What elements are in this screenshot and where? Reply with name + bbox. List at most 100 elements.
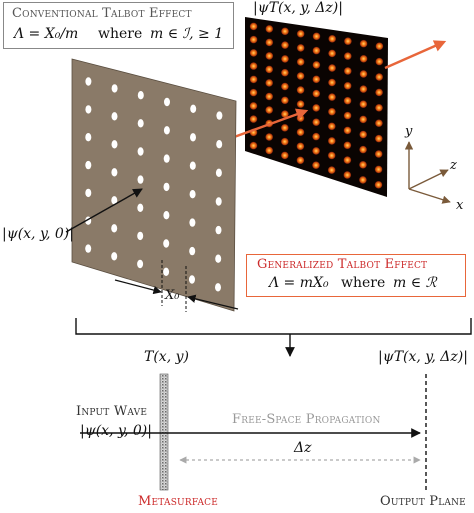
output-spot [296, 156, 305, 165]
output-spot [312, 118, 321, 127]
conventional-formula: Λ = X₀/m [14, 26, 79, 42]
outgoing-beam-arrow [384, 40, 447, 70]
metasurface-hole [215, 254, 222, 263]
metasurface-hole [215, 225, 222, 235]
metasurface-hole [137, 147, 144, 156]
conventional-condition: m ∈ ℐ, ≥ 1 [150, 26, 224, 42]
output-field-label-bottom: |ψT(x, y, Δz)| [378, 349, 468, 365]
output-spot [249, 35, 258, 44]
metasurface-hole [111, 112, 118, 121]
transmission-label: T(x, y) [144, 349, 189, 365]
generalized-formula: Λ = mX₀ [269, 275, 329, 291]
output-spot [343, 141, 352, 150]
output-spot [280, 137, 289, 146]
metasurface-hole [85, 188, 92, 198]
metasurface-hole [163, 211, 170, 220]
metasurface-label: Metasurface [138, 494, 219, 509]
output-spot [265, 105, 274, 115]
axis-z-label: z [450, 158, 457, 173]
metasurface-panel [71, 58, 237, 312]
output-spot [359, 39, 368, 48]
output-spot [249, 101, 258, 111]
output-spot [327, 107, 337, 116]
output-spot [280, 54, 290, 64]
output-spot [265, 24, 274, 34]
output-spot [280, 82, 290, 91]
axis-z-arrow [408, 169, 449, 190]
output-spot [312, 89, 321, 98]
output-spot [280, 123, 289, 132]
output-spot [327, 49, 337, 58]
period-arrow-right [187, 294, 239, 310]
output-spot [343, 37, 353, 46]
metasurface-hole [190, 104, 197, 114]
output-spot [359, 115, 368, 124]
output-spot [265, 92, 274, 101]
axis-y-label: y [405, 124, 413, 139]
output-spot [359, 100, 368, 109]
output-spot [312, 46, 321, 55]
output-spot [327, 136, 336, 146]
input-wave-field-label: |ψ(x, y, 0)| [80, 423, 152, 439]
propagation-label: Free-Space Propagation [232, 412, 381, 427]
conventional-where: where [98, 26, 143, 42]
output-spot [343, 111, 352, 120]
output-spot [312, 75, 321, 84]
output-spot [327, 151, 336, 160]
metasurface-hole [111, 140, 118, 149]
output-spot [374, 180, 383, 189]
conventional-talbot-box: Conventional Talbot Effect Λ = X₀/m wher… [3, 2, 234, 49]
output-spot [249, 114, 258, 124]
output-spot [359, 54, 368, 63]
output-spot [312, 32, 321, 41]
output-spot [249, 48, 258, 58]
output-spot [359, 69, 368, 79]
metasurface-hole [216, 140, 223, 149]
distance-label: Δz [294, 440, 312, 456]
output-spot [358, 175, 368, 185]
output-spot [280, 151, 289, 160]
output-spot [374, 134, 383, 143]
output-spot [343, 155, 352, 165]
output-spot [358, 145, 368, 154]
generalized-condition: m ∈ ℛ [393, 275, 437, 291]
output-spot [375, 72, 384, 82]
input-field-label: |ψ(x, y, 0)| [2, 226, 74, 242]
metasurface-hole [190, 133, 196, 142]
output-spot [343, 66, 352, 76]
period-arrow-left [114, 279, 162, 295]
metasurface-hole [163, 182, 170, 192]
output-spot [312, 60, 321, 70]
metasurface-hole [189, 161, 196, 170]
metasurface-hole [215, 168, 222, 177]
output-spot [311, 132, 321, 141]
metasurface-hole [85, 160, 92, 170]
metasurface-hole [85, 244, 92, 253]
metasurface-hole [111, 196, 118, 205]
output-spot [374, 119, 384, 128]
metasurface-hole [163, 154, 170, 163]
output-spot [327, 165, 336, 175]
bracket-connector [75, 318, 472, 335]
output-spot [249, 88, 258, 97]
output-spot [249, 61, 258, 71]
metasurface-hole [137, 259, 144, 269]
output-spot [296, 57, 305, 67]
metasurface-hole [111, 252, 118, 261]
metasurface-slab [159, 373, 169, 491]
output-spot [374, 103, 384, 113]
output-spot [249, 75, 258, 84]
generalized-title: Generalized Talbot Effect [257, 257, 428, 272]
output-spot [265, 78, 274, 88]
metasurface-hole [164, 97, 170, 107]
metasurface-hole [215, 283, 221, 292]
metasurface-hole [189, 190, 196, 199]
generalized-talbot-box: Generalized Talbot Effect Λ = mX₀ where … [246, 254, 466, 297]
output-spot [296, 99, 305, 109]
output-spot [343, 51, 352, 61]
period-label: X₀ [165, 288, 180, 303]
output-spot [280, 40, 290, 50]
output-spot [374, 88, 384, 97]
metasurface-hole-grid [85, 77, 223, 292]
output-spot [280, 96, 290, 105]
